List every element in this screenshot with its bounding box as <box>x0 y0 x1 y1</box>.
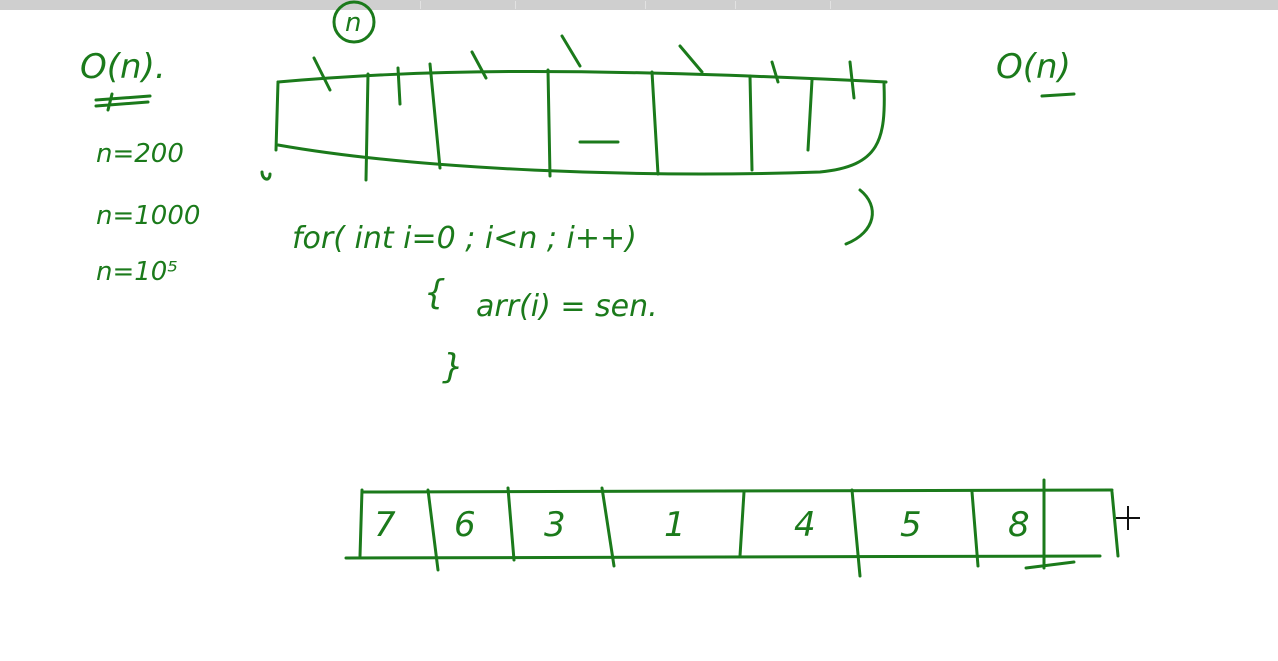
crosshair-cursor-icon <box>1116 506 1140 530</box>
bottom-array-right-edge <box>1110 490 1120 558</box>
code-paren-stroke <box>844 188 874 246</box>
toolbar-divider <box>830 1 831 9</box>
code-close-brace: } <box>442 347 464 387</box>
array-sketch-dividers <box>312 34 856 182</box>
bottom-array-dividers <box>426 478 1076 578</box>
right-underline <box>1040 92 1076 98</box>
array-cell-value: 8 <box>1008 505 1030 545</box>
code-open-brace: { <box>424 273 446 313</box>
array-cell-value: 5 <box>900 505 922 545</box>
n-value-1: n=200 <box>96 139 184 169</box>
underline-mark <box>94 92 152 112</box>
n-value-2: n=1000 <box>96 201 200 231</box>
array-cell-value: 3 <box>544 505 566 545</box>
bottom-array-top-edge <box>360 488 1114 494</box>
complexity-right: O(n) <box>996 47 1071 87</box>
n-value-3: n=10⁵ <box>96 257 178 287</box>
array-sketch-top-edge <box>276 69 888 84</box>
array-sketch-left-edge <box>274 80 280 152</box>
toolbar-divider <box>420 1 421 9</box>
array-sketch-bottom-edge <box>276 82 886 176</box>
code-for-line: for( int i=0 ; i<n ; i++) <box>292 221 637 256</box>
small-circle-mark <box>260 170 272 181</box>
toolbar-divider <box>735 1 736 9</box>
bottom-array-bottom-edge <box>344 554 1102 560</box>
bottom-array-left-edge <box>358 488 364 558</box>
circled-n-label: n <box>345 8 361 38</box>
code-body-line: arr(i) = sen. <box>476 289 658 324</box>
whiteboard-canvas[interactable] <box>0 10 1278 661</box>
array-cell-value: 1 <box>664 505 686 545</box>
circled-n-outline <box>332 0 376 44</box>
complexity-left: O(n). <box>80 47 166 87</box>
array-cell-value: 4 <box>794 505 816 545</box>
array-cell-value: 7 <box>374 505 396 545</box>
array-cell-value: 6 <box>454 505 476 545</box>
toolbar-divider <box>515 1 516 9</box>
toolbar-divider <box>645 1 646 9</box>
